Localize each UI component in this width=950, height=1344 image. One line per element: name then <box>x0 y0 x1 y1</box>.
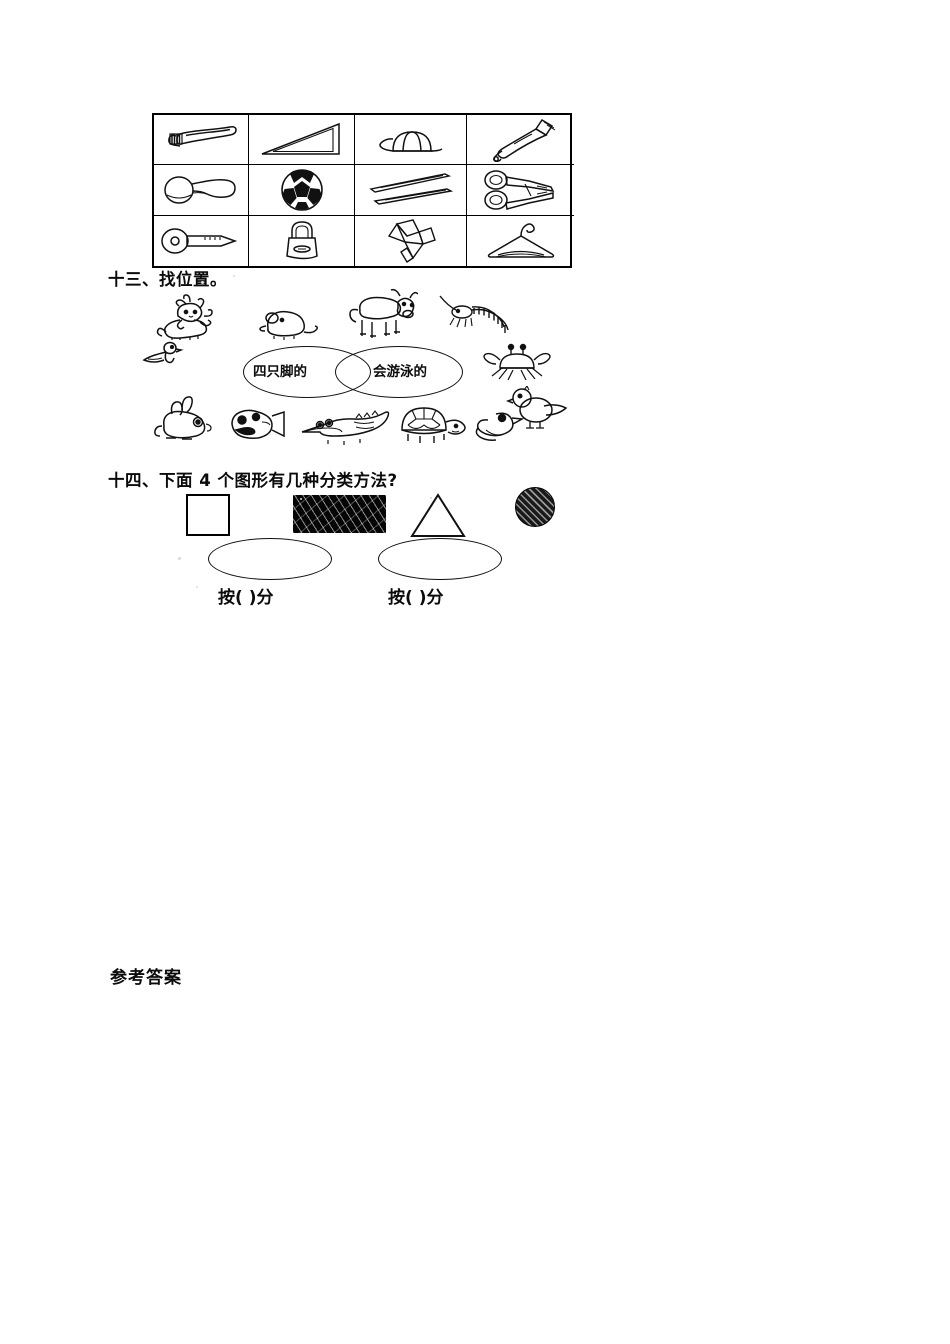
square-outline-icon <box>186 494 230 536</box>
table-cell <box>355 215 467 266</box>
sort-label-right[interactable]: 按( )分 <box>388 588 444 608</box>
lion-icon <box>156 292 222 345</box>
table-cell <box>154 115 249 166</box>
toothbrush-icon <box>162 120 240 160</box>
venn-diagram: 四只脚的 会游泳的 <box>243 346 463 398</box>
table-cell <box>355 165 467 216</box>
venn-label-can-swim: 会游泳的 <box>373 364 427 380</box>
rabbit-icon <box>154 392 224 447</box>
key-icon <box>159 225 243 257</box>
scan-speck <box>196 586 198 588</box>
table-cell <box>355 115 467 166</box>
triangle-ruler-icon <box>259 121 345 159</box>
table-cell <box>249 165 355 216</box>
shapes-row <box>160 487 590 544</box>
cap-icon <box>373 121 449 159</box>
sort-ellipse-left <box>208 538 332 580</box>
table-cell <box>154 165 249 216</box>
animal-classification-diagram: 四只脚的 会游泳的 <box>140 288 570 458</box>
shape-sorting-block: 按( )分 按( )分 <box>160 487 590 623</box>
answers-heading: 参考答案 <box>110 968 182 988</box>
fish-icon <box>226 406 288 447</box>
scan-speck <box>233 275 235 277</box>
crocodile-icon <box>298 410 394 451</box>
venn-circle-right <box>335 346 463 398</box>
table-cell <box>467 216 574 266</box>
sort-ellipse-right <box>378 538 502 580</box>
triangle-outline-icon <box>408 493 468 544</box>
duck-icon <box>472 406 528 451</box>
table-cell <box>467 115 574 166</box>
scan-speck <box>178 557 181 560</box>
scissors-icon <box>481 168 561 212</box>
cow-icon <box>348 288 419 347</box>
picture-table <box>152 113 574 268</box>
circle-filled-icon <box>515 487 555 527</box>
tangram-arrow-icon <box>383 218 439 264</box>
centipede-icon <box>436 294 510 347</box>
table-cell <box>249 215 355 266</box>
section-14-heading: 十四、下面 4 个图形有几种分类方法? <box>108 471 398 490</box>
padlock-icon <box>280 218 324 264</box>
sort-label-left[interactable]: 按( )分 <box>218 588 274 608</box>
rectangle-filled-icon <box>293 495 386 533</box>
crab-icon <box>480 340 554 389</box>
toothpaste-tube-icon <box>484 116 558 164</box>
spoon-icon <box>161 172 241 208</box>
scan-speck <box>300 498 302 500</box>
chick-icon <box>505 384 568 435</box>
table-cell <box>154 215 249 266</box>
chopsticks-icon <box>367 172 455 208</box>
mouse-icon <box>256 306 319 345</box>
section-13-heading: 十三、找位置。 <box>108 270 227 289</box>
turtle-icon <box>394 400 470 451</box>
table-cell <box>467 165 574 216</box>
soccer-ball-icon <box>280 168 324 212</box>
bird-flying-icon <box>142 340 186 375</box>
table-cell <box>249 115 355 166</box>
venn-label-four-legged: 四只脚的 <box>253 364 307 380</box>
scan-speck <box>201 281 204 284</box>
clothes-hanger-icon <box>482 220 560 262</box>
scan-speck <box>430 497 432 499</box>
